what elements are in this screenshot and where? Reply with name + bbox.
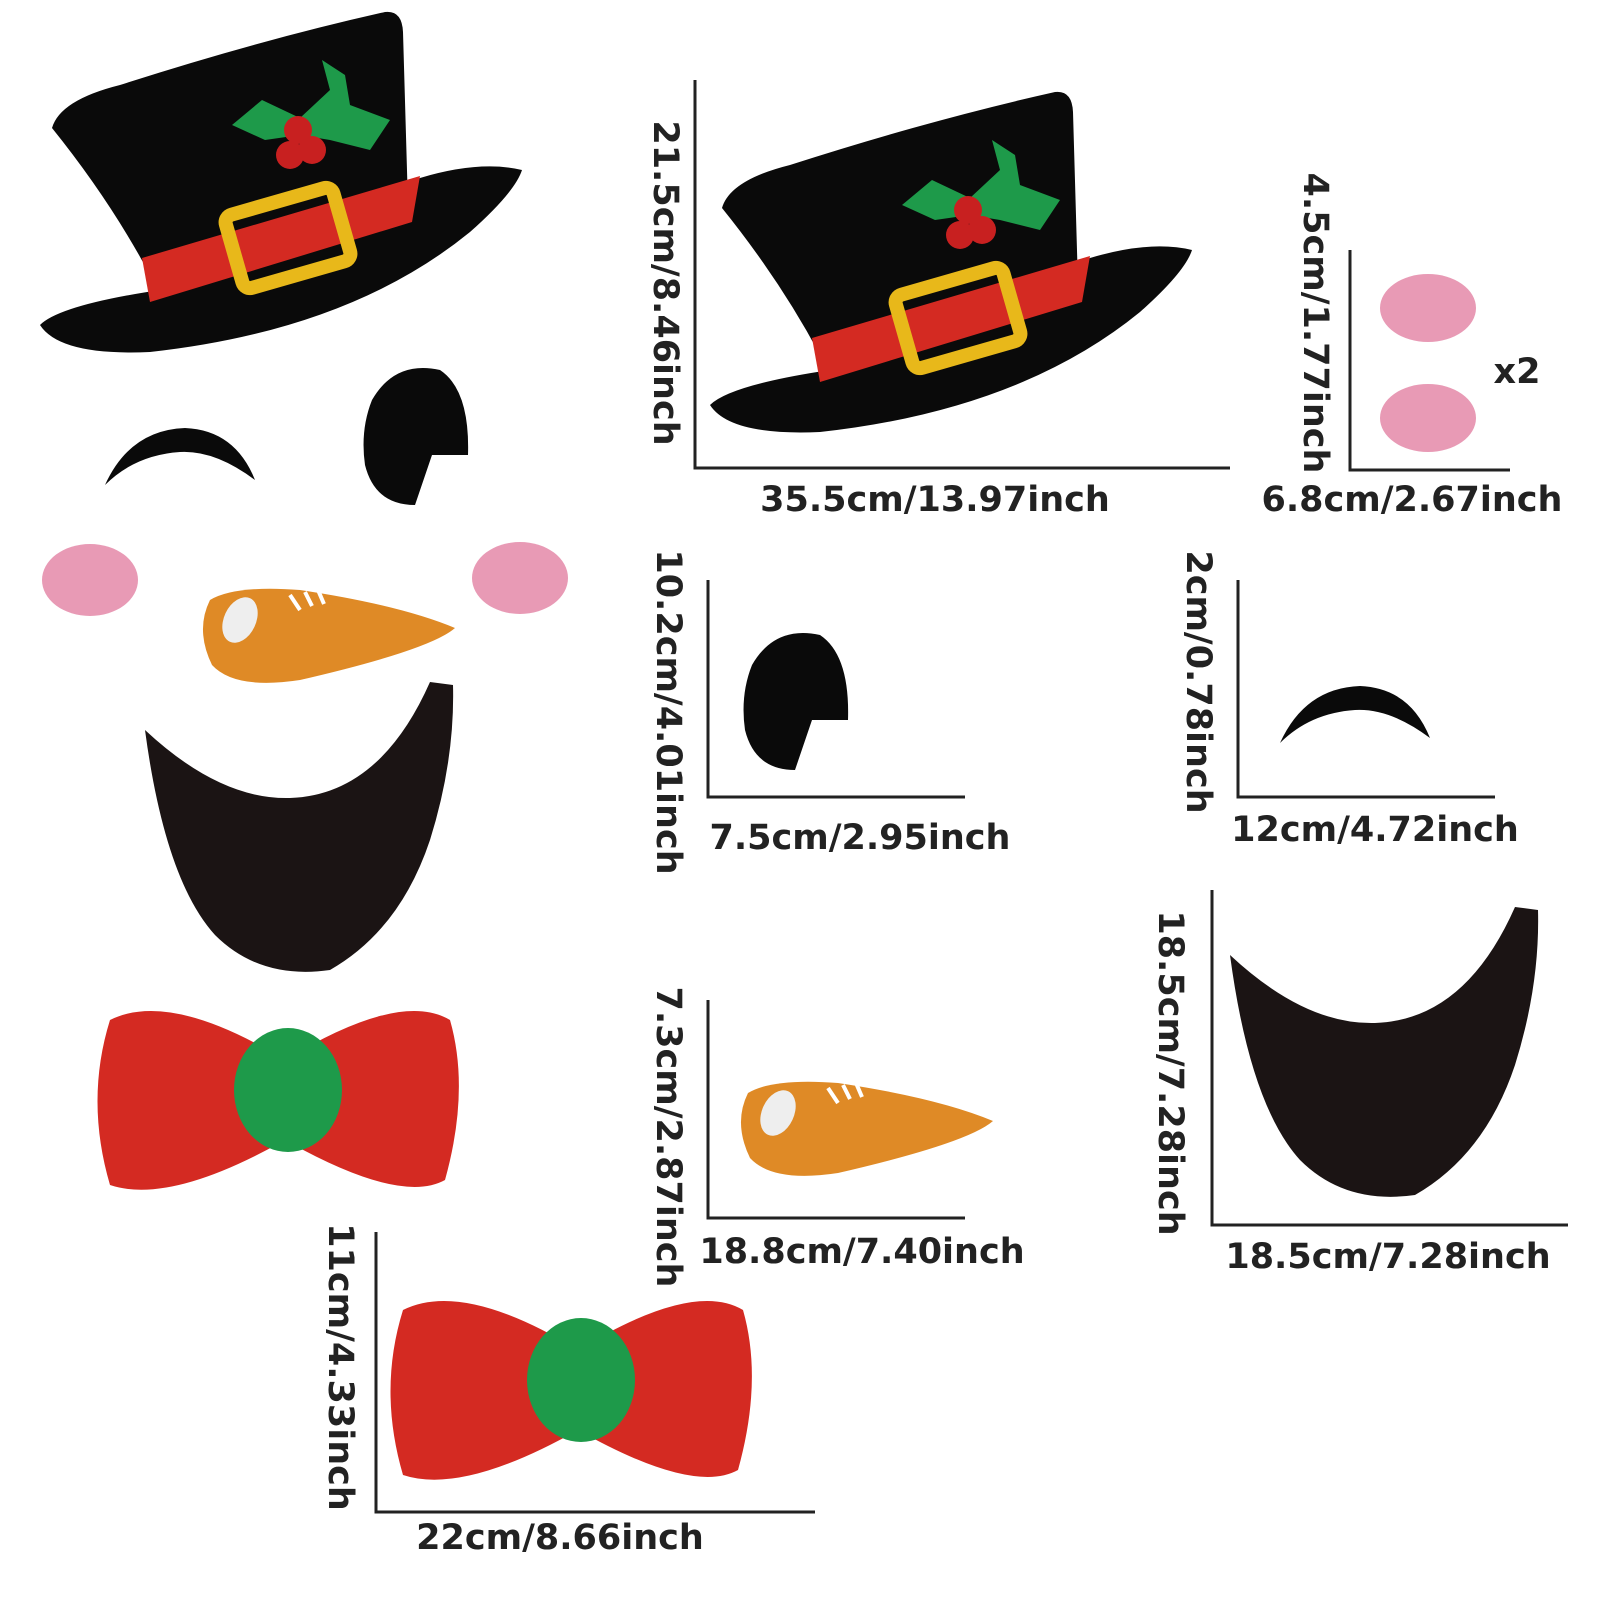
nose-height-label: 7.3cm/2.87inch	[648, 986, 688, 1288]
mouth-width-label: 18.5cm/7.28inch	[1225, 1237, 1551, 1277]
eye-width-label: 7.5cm/2.95inch	[709, 818, 1011, 858]
eyebrow-piece	[1280, 686, 1430, 743]
cheek-quantity-label: x2	[1493, 352, 1541, 392]
sized-pieces	[390, 92, 1539, 1480]
eye-sticker	[363, 368, 469, 505]
dimension-axes	[374, 80, 1568, 1514]
eye-axis	[706, 580, 965, 799]
face-layout	[40, 12, 568, 1190]
eyebrow-sticker	[105, 428, 255, 485]
bowtie-width-label: 22cm/8.66inch	[416, 1518, 704, 1558]
nose-piece	[738, 1079, 995, 1178]
hat-width-label: 35.5cm/13.97inch	[760, 480, 1110, 520]
hat-axis	[693, 80, 1230, 470]
mouth-axis	[1210, 890, 1568, 1227]
mouth-sticker	[145, 682, 454, 972]
cheek-piece	[1380, 384, 1476, 452]
eyebrow-width-label: 12cm/4.72inch	[1231, 810, 1519, 850]
mouth-height-label: 18.5cm/7.28inch	[1150, 910, 1190, 1236]
nose-width-label: 18.8cm/7.40inch	[699, 1232, 1025, 1272]
mouth-piece	[1230, 907, 1539, 1197]
cheek-piece	[1380, 274, 1476, 342]
cheek-width-label: 6.8cm/2.67inch	[1261, 480, 1563, 520]
cheek-height-label: 4.5cm/1.77inch	[1295, 172, 1335, 474]
bowtie-height-label: 11cm/4.33inch	[320, 1223, 360, 1511]
nose-axis	[706, 1000, 965, 1220]
bowtie-piece	[390, 1301, 752, 1480]
cheek-sticker	[42, 544, 138, 616]
bowtie-axis	[374, 1232, 815, 1514]
cheek-axis	[1348, 250, 1510, 472]
eyebrow-height-label: 2cm/0.78inch	[1178, 550, 1218, 814]
hat-sticker	[40, 12, 522, 353]
hat-piece	[710, 92, 1192, 433]
hat-height-label: 21.5cm/8.46inch	[645, 120, 685, 446]
eye-height-label: 10.2cm/4.01inch	[648, 549, 688, 875]
eyebrow-axis	[1236, 580, 1495, 799]
cheek-sticker	[472, 542, 568, 614]
eye-piece	[743, 633, 849, 770]
nose-sticker	[200, 586, 457, 685]
bowtie-sticker	[97, 1011, 459, 1190]
